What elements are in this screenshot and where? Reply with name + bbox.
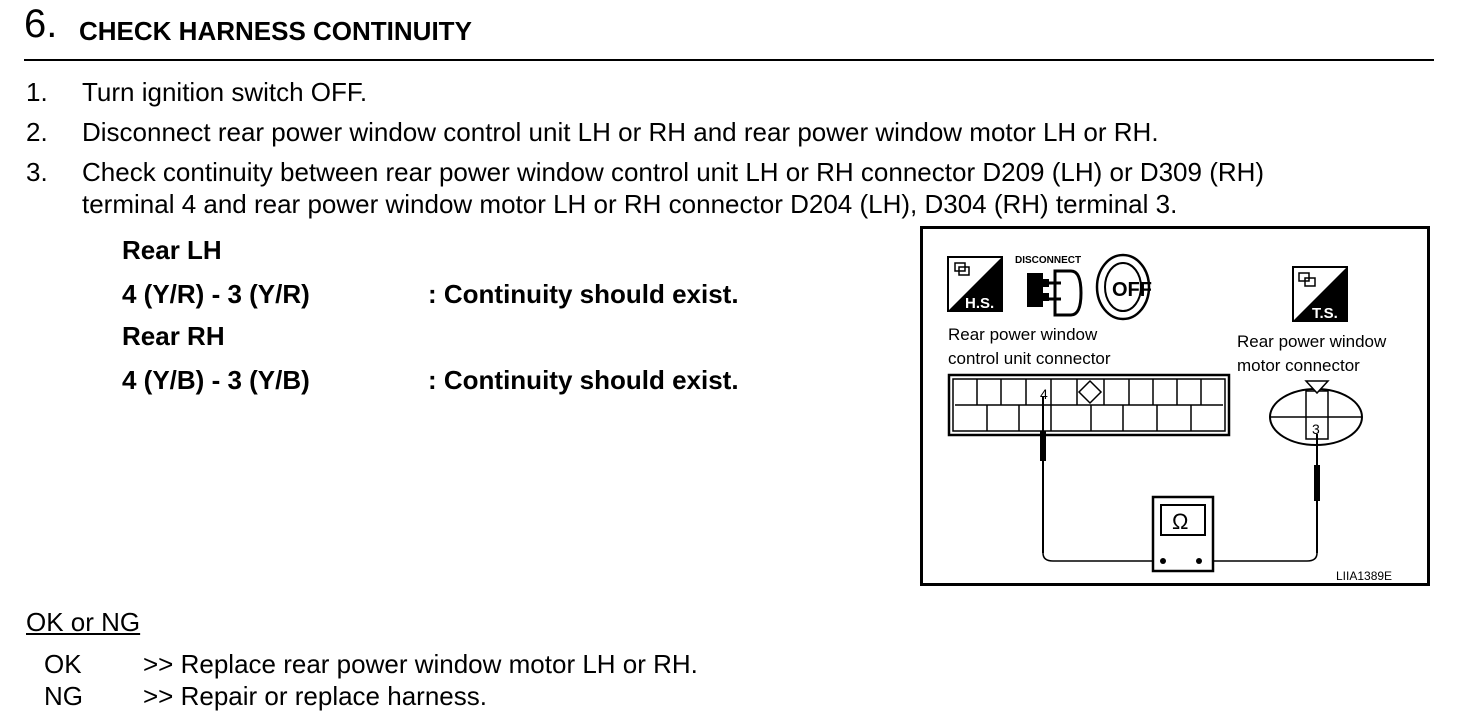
spec-heading-rear-rh: Rear RH	[122, 321, 225, 351]
result-text-ng: >> Repair or replace harness.	[143, 681, 487, 711]
motor-connector-label-line1: Rear power window	[1237, 332, 1387, 351]
off-label: OFF	[1112, 279, 1152, 301]
motor-terminal-label: 3	[1312, 421, 1320, 437]
figure-code: LIIA1389E	[1336, 569, 1392, 583]
spec-terminals-rear-lh: 4 (Y/R) - 3 (Y/R)	[122, 279, 310, 309]
judgement-heading: OK or NG	[26, 607, 141, 637]
procedure-number-1: 1.	[26, 77, 48, 107]
ohmmeter-symbol: Ω	[1172, 509, 1188, 534]
test-probe-right	[1314, 434, 1320, 553]
motor-connector-label-line2: motor connector	[1237, 356, 1360, 375]
step-title: CHECK HARNESS CONTINUITY	[79, 16, 472, 46]
procedure-text-2: Disconnect rear power window control uni…	[82, 117, 1159, 147]
result-text-ok: >> Replace rear power window motor LH or…	[143, 649, 698, 679]
result-code-ok: OK	[44, 649, 82, 679]
spec-terminals-rear-rh: 4 (Y/B) - 3 (Y/B)	[122, 365, 310, 395]
heading-rule	[24, 59, 1434, 61]
continuity-diagram: H.S. DISCONNECT OFF T.S. Rear power wind…	[920, 226, 1430, 586]
hs-badge-label: H.S.	[965, 295, 994, 312]
procedure-text-1: Turn ignition switch OFF.	[82, 77, 368, 107]
procedure-number-3: 3.	[26, 157, 48, 187]
spec-result-rear-lh: : Continuity should exist.	[428, 279, 739, 309]
step-number: 6.	[24, 2, 58, 46]
control-unit-connector-label-line1: Rear power window	[948, 325, 1098, 344]
control-unit-connector: 4	[947, 373, 1231, 437]
ts-badge-icon: T.S.	[1292, 266, 1348, 322]
disconnect-label: DISCONNECT	[1015, 255, 1081, 266]
ts-badge-label: T.S.	[1312, 305, 1338, 322]
hs-badge-icon: H.S.	[947, 256, 1003, 312]
spec-result-rear-rh: : Continuity should exist.	[428, 365, 739, 395]
procedure-number-2: 2.	[26, 117, 48, 147]
spec-heading-rear-lh: Rear LH	[122, 235, 222, 265]
result-code-ng: NG	[44, 681, 83, 711]
motor-connector: 3	[1269, 380, 1363, 446]
control-unit-connector-label-line2: control unit connector	[948, 349, 1111, 368]
procedure-text-3-line2: terminal 4 and rear power window motor L…	[82, 189, 1178, 219]
ohmmeter-icon: Ω	[1151, 495, 1215, 573]
test-probe-left	[1040, 397, 1046, 553]
control-unit-terminal-label: 4	[1040, 386, 1048, 402]
ignition-off-icon: OFF	[1095, 253, 1152, 321]
disconnect-icon: DISCONNECT	[1015, 255, 1083, 317]
procedure-text-3-line1: Check continuity between rear power wind…	[82, 157, 1265, 187]
